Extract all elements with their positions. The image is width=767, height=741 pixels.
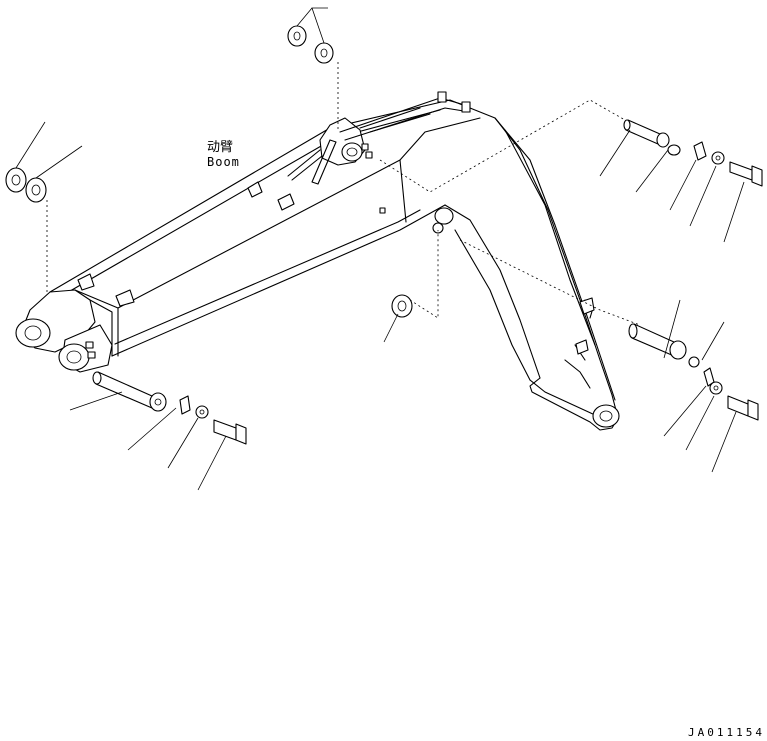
washer-icon [391,294,413,318]
drawing-code: JA011154 [688,726,765,739]
pin-set-lower-right [628,323,759,421]
washer-icon [5,167,27,193]
washers [5,25,413,318]
washer-icon [25,177,47,203]
washer-icon [314,42,334,64]
part-label-english: Boom [207,155,240,169]
leader-lines [46,62,641,326]
callout-leaders [15,7,745,491]
pin-set-upper-right [623,119,763,187]
part-label-chinese: 动臂 [207,140,234,155]
boom-assembly [15,91,620,431]
washer-icon [287,25,307,47]
pin-set-lower-left [92,371,247,445]
